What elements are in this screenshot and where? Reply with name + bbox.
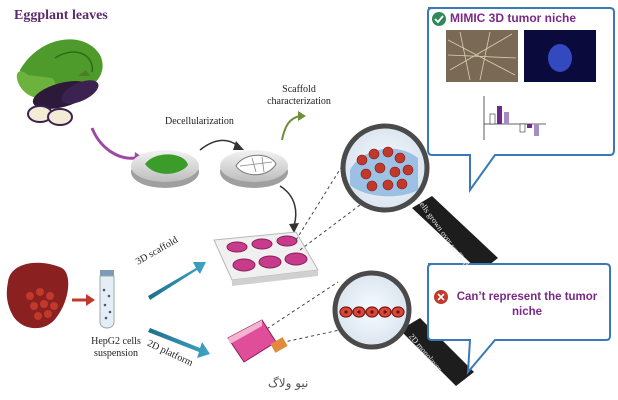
culture-flask (227, 319, 288, 363)
well-plate (213, 231, 319, 286)
bubble-top-title: MIMIC 3D tumor niche (450, 11, 577, 25)
magnifier-2d (332, 270, 474, 386)
cell-tube (99, 270, 115, 329)
label-scaffold-characterization: Scaffold characterization (267, 84, 331, 107)
eggplant-illustration (16, 39, 103, 126)
label-eggplant-leaves: Eggplant leaves (14, 8, 108, 23)
arrow-2d-platform (148, 328, 210, 358)
bubble-bottom-title: Can’t represent the tumor niche (456, 291, 598, 318)
petri-dish-decellularized (220, 150, 288, 188)
liver-illustration (6, 262, 69, 329)
curved-arrow-1 (90, 127, 136, 160)
label-decellularization: Decellularization (165, 116, 234, 127)
x-circle-icon (434, 290, 448, 304)
label-hepg2: HepG2 cells suspension (91, 336, 141, 359)
watermark: نیو ولاگ (268, 376, 309, 390)
bubble-bottom (427, 263, 611, 375)
sem-micrograph (446, 30, 518, 82)
arrow-3d-scaffold (148, 262, 206, 300)
magnifier-3d (340, 123, 498, 272)
mini-bar-chart (483, 96, 546, 140)
check-circle-icon (432, 12, 446, 26)
petri-dish-leaf (131, 150, 199, 188)
